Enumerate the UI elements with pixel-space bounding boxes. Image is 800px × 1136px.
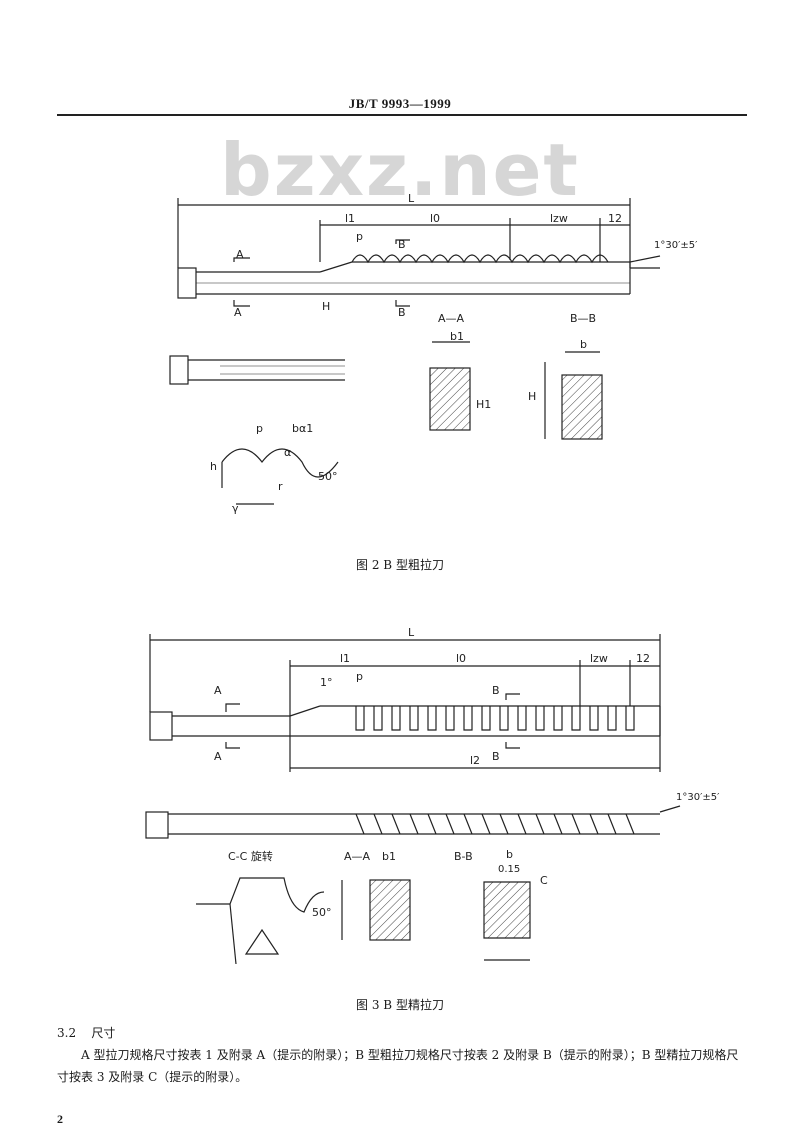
f3-section-cc: C-C 旋转 [228,849,273,863]
f3-cut-b-top: B [492,684,500,697]
dim-H1: H1 [476,398,491,411]
f3-dim-angle1: 1° [320,676,333,689]
f3-section-aa: A—A [344,850,371,863]
figure-3-caption: 图 3 B 型精拉刀 [356,998,444,1012]
body-paragraph: A 型拉刀规格尺寸按表 1 及附录 A（提示的附录）；B 型粗拉刀规格尺寸按表 … [57,1048,739,1084]
figure-2-drawing: L l1 l0 lzw 12 1°30′±5′ p H A A B B A—A … [169,192,698,515]
cut-a-top: A [236,248,244,261]
f3-dim-angle: 1°30′±5′ [676,792,720,803]
dim-p-detail: p [256,422,263,435]
dim-bu1: bα1 [292,422,313,435]
header-rule [57,114,747,116]
f3-dim-angle50: 50° [312,906,332,919]
dim-angle: 1°30′±5′ [654,240,698,251]
document-header: JB/T 9993—1999 [348,96,452,111]
f3-cut-b-bottom: B [492,750,500,763]
f3-cut-a-top: A [214,684,222,697]
cut-b-bottom: B [398,306,406,319]
f3-cut-a-bottom: A [214,750,222,763]
section-heading: 3.2 尺寸 [57,1024,115,1041]
dim-H: H [322,300,330,313]
section-number: 3.2 [57,1026,77,1040]
f3-dim-l0: l0 [456,652,466,665]
dim-l1: l1 [345,212,355,225]
f3-dim-L: L [408,626,415,639]
dim-lzw: lzw [550,212,568,225]
f3-dim-b1: b1 [382,850,396,863]
f3-dim-p: p [356,670,363,683]
dim-h: h [210,460,217,473]
figure-2-caption: 图 2 B 型粗拉刀 [356,558,444,572]
f3-cut-c: C [540,874,548,887]
page-number: 2 [57,1112,63,1126]
dim-H-bb: H [528,390,536,403]
dim-b: b [580,338,587,351]
watermark: bzxz.net [220,128,580,212]
f3-dim-tail: 12 [636,652,650,665]
dim-tail: 12 [608,212,622,225]
f3-dim-lzw: lzw [590,652,608,665]
dim-b1: b1 [450,330,464,343]
dim-p: p [356,230,363,243]
f3-dim-l1: l1 [340,652,350,665]
section-bb-label: B—B [570,312,596,325]
f3-dim-b: b [506,848,513,861]
dim-l0: l0 [430,212,440,225]
cut-b-top: B [398,238,406,251]
dim-gamma: γ [232,502,239,515]
figure-3-drawing: L l1 l0 lzw 12 l2 1° p 1°30′±5′ A A B B … [145,626,720,965]
cut-a-bottom: A [234,306,242,319]
f3-dim-tol: 0.15 [498,864,520,875]
section-title: 尺寸 [91,1026,116,1040]
f3-dim-l2: l2 [470,754,480,767]
f3-section-bb: B-B [454,850,473,863]
dim-angle50: 50° [318,470,338,483]
dim-alpha: α [284,446,291,459]
dim-L: L [408,192,415,205]
section-aa-label: A—A [438,312,465,325]
dim-r: r [278,480,283,493]
